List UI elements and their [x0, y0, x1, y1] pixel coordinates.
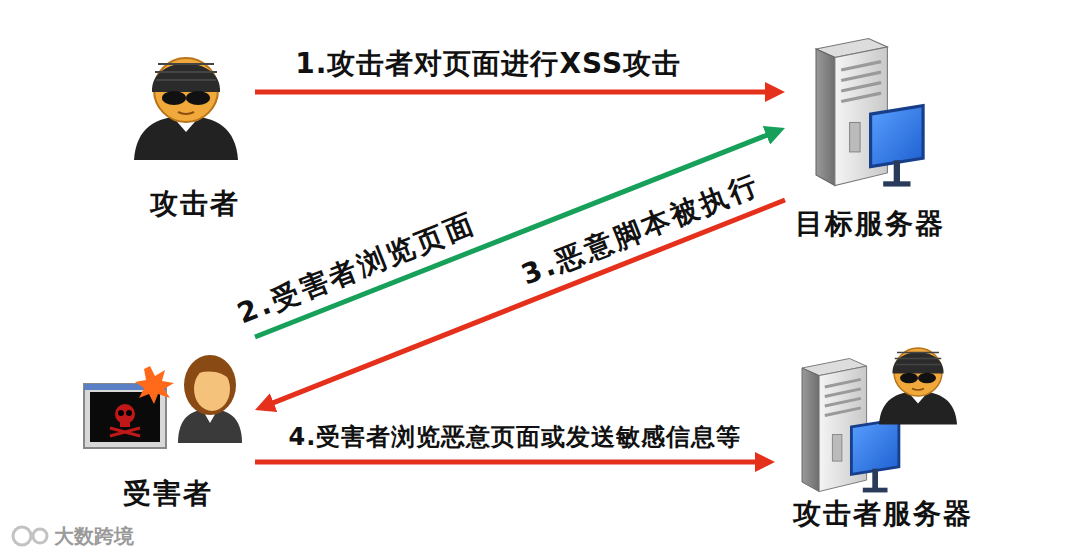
victim-figure — [178, 355, 242, 443]
node-label: 攻击者服务器 — [793, 497, 973, 531]
step-label: 2.受害者浏览页面 — [233, 207, 481, 331]
icon-node: 攻击者服务器 — [775, 340, 990, 535]
arrow-connector — [266, 200, 785, 406]
arrow-connector — [255, 460, 763, 465]
node-label: 受害者 — [123, 477, 213, 511]
step-label: 3.恶意脚本被执行 — [516, 167, 764, 291]
step-label: 4.受害者浏览恶意页面或发送敏感信息等 — [289, 423, 742, 452]
watermark: 大数跨境 — [54, 523, 134, 550]
icon-node: 攻击者 — [135, 30, 255, 225]
node-label: 目标服务器 — [795, 207, 945, 241]
watermark-logo — [13, 527, 47, 545]
node-label: 攻击者 — [150, 187, 240, 221]
icon-node: 受害者 — [80, 335, 255, 515]
step-label: 1.攻击者对页面进行XSS攻击 — [295, 47, 681, 81]
arrow-connector — [255, 90, 773, 95]
icon-node: 目标服务器 — [785, 35, 955, 245]
infected-monitor — [84, 366, 174, 448]
